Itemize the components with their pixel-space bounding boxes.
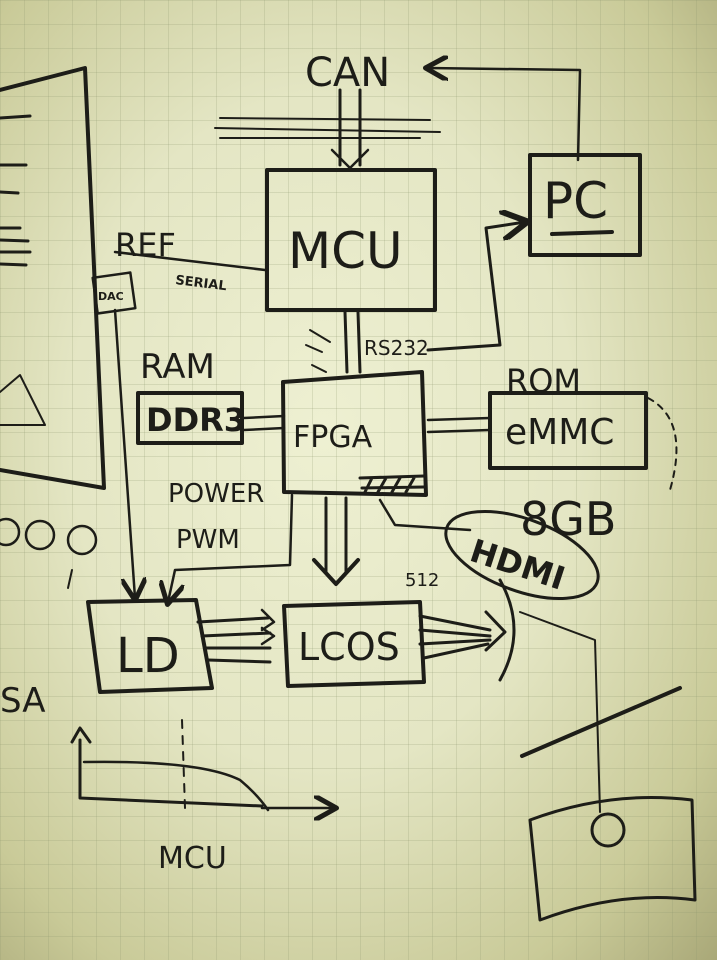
ram-label: RAM <box>140 347 215 387</box>
ld-box <box>86 598 214 694</box>
dac-box <box>91 271 137 315</box>
rom-label: ROM <box>506 362 581 400</box>
fpga-box <box>281 370 428 497</box>
lcos-output-optics <box>418 578 516 682</box>
ld-response-sketch <box>70 719 334 810</box>
projection-optics <box>519 611 697 922</box>
size-8gb-label: 8GB <box>520 492 616 546</box>
mcu-axis-label: MCU <box>158 841 227 876</box>
power-label: POWER <box>168 479 264 509</box>
pwm-label: PWM <box>176 525 240 555</box>
left-circles-sketch <box>0 517 98 589</box>
rs232-label: RS232 <box>364 336 429 360</box>
rs232-link <box>426 222 525 352</box>
emmc-dashed-curve <box>647 397 678 491</box>
lcos-box <box>282 600 426 688</box>
pc-label: PC <box>543 172 608 230</box>
pwm-line <box>168 493 294 602</box>
left-letters-label: SA <box>0 681 45 721</box>
ref-label: REF <box>115 226 176 264</box>
ddr3-box <box>136 391 244 445</box>
can-bus <box>214 88 441 170</box>
ddr3-label: DDR3 <box>146 401 246 439</box>
bits-512-label: 512 <box>405 570 439 591</box>
emmc-label: eMMC <box>505 412 614 453</box>
fpga-label: FPGA <box>293 420 373 455</box>
ld-to-lcos-arrows <box>196 608 276 664</box>
ld-label: LD <box>116 628 180 684</box>
mcu-label: MCU <box>288 222 403 280</box>
dac-to-ld-arrow <box>113 308 135 598</box>
mcu-fpga-link <box>305 310 362 374</box>
left-partial-sketch <box>0 66 106 490</box>
emmc-fpga-link <box>426 416 492 434</box>
dac-label: DAC <box>98 290 124 303</box>
serial-line <box>113 250 267 272</box>
mcu-box <box>265 168 437 312</box>
lcos-label: LCOS <box>298 625 400 669</box>
pc-to-can-arrow <box>428 68 582 162</box>
can-label: CAN <box>305 50 390 96</box>
fpga-to-lcos-arrow <box>312 496 360 586</box>
fpga-hdmi-link <box>378 498 472 532</box>
pc-box <box>528 153 642 257</box>
ddr3-fpga-link <box>242 414 286 432</box>
serial-label: SERIAL <box>175 273 228 294</box>
